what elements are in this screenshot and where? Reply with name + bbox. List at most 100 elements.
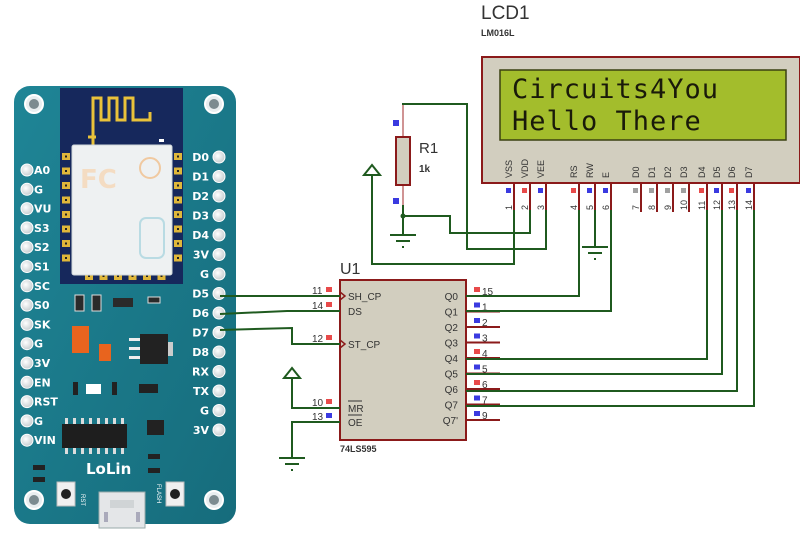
u1-pin-name: Q0 — [445, 292, 459, 303]
lcd-pin-number: 10 — [679, 200, 689, 210]
u1-pin-number: 15 — [482, 287, 494, 298]
board-pin-label: S2 — [34, 241, 50, 254]
board-pin-d1[interactable]: D1 — [192, 170, 226, 184]
micro-usb-port[interactable] — [98, 491, 146, 529]
pin-marker — [714, 188, 719, 193]
board-pin-d5[interactable]: D5 — [192, 287, 226, 301]
pin-marker — [474, 364, 480, 370]
lcd-pin-name: D6 — [727, 166, 737, 178]
board-pin-sc[interactable]: SC — [20, 279, 50, 293]
clock-edge-icon — [339, 339, 347, 349]
board-pin-3v[interactable]: 3V — [20, 356, 51, 370]
pin-pad-icon — [20, 221, 34, 235]
u1-pin-name: Q5 — [445, 370, 459, 381]
u1-pin-name: SH_CP — [348, 292, 382, 303]
lcd-pin-name: D0 — [631, 166, 641, 178]
pin-marker — [474, 380, 480, 385]
board-pin-label: D4 — [192, 229, 209, 242]
lcd-pin-name: D5 — [712, 166, 722, 178]
u1-pin-name: DS — [348, 307, 362, 318]
board-pin-label: D7 — [192, 327, 209, 340]
pin-marker — [326, 335, 332, 340]
lcd-pin-number: 2 — [520, 205, 530, 210]
u1-pin-name: ST_CP — [348, 340, 381, 351]
board-pin-label: D5 — [192, 288, 209, 301]
u1-ref: U1 — [340, 261, 361, 278]
board-pin-d0[interactable]: D0 — [192, 150, 226, 164]
board-name: LoLin — [86, 460, 131, 478]
pin-marker — [681, 188, 686, 193]
board-pin-label: D8 — [192, 346, 209, 359]
pin-marker — [571, 188, 576, 193]
smd-component — [74, 294, 85, 312]
pin-marker — [326, 413, 332, 418]
board-pin-s0[interactable]: S0 — [20, 298, 50, 312]
wire-mr-vcc — [291, 368, 340, 409]
flash-button-label: FLASH — [155, 484, 161, 503]
ground-icon — [279, 457, 305, 471]
u1-pin-number: 6 — [482, 380, 488, 391]
board-pin-g[interactable]: G — [20, 182, 43, 196]
board-pin-a0[interactable]: A0 — [20, 163, 51, 177]
pin-pad-icon — [20, 202, 34, 216]
board-pin-d3[interactable]: D3 — [192, 209, 226, 223]
u1-pin-number: 3 — [482, 334, 488, 345]
lcd-pin-name: VDD — [520, 158, 530, 178]
esp8266-module: FC — [60, 88, 183, 284]
flash-button[interactable]: FLASH — [155, 481, 185, 507]
board-pin-g[interactable]: G — [200, 267, 226, 281]
board-pin-label: TX — [193, 385, 210, 398]
lcd-pin-name: VEE — [536, 160, 546, 178]
board-pin-d2[interactable]: D2 — [192, 189, 226, 203]
pin-marker — [633, 188, 638, 193]
board-pin-tx[interactable]: TX — [193, 384, 226, 398]
capacitor — [72, 326, 89, 353]
pin-marker — [474, 349, 480, 354]
pin-pad-icon — [20, 337, 34, 351]
board-pin-label: SC — [34, 280, 50, 293]
lcd-pin-e: E6 — [601, 172, 612, 212]
board-pin-g[interactable]: G — [200, 404, 226, 418]
u1-pin-number: 13 — [312, 412, 324, 423]
pin-marker — [665, 188, 670, 193]
board-pin-3v[interactable]: 3V — [193, 423, 226, 437]
board-pin-d7[interactable]: D7 — [192, 326, 226, 340]
lcd-pin-name: D3 — [679, 166, 689, 178]
pin-marker — [474, 411, 480, 416]
board-pin-s2[interactable]: S2 — [20, 240, 50, 254]
lcd-pin-rw: RW5 — [585, 163, 596, 212]
lcd-pin-d3: D3 10 — [679, 166, 690, 212]
board-pin-vu[interactable]: VU — [20, 202, 51, 216]
ai-thinker-logo-icon — [139, 157, 161, 179]
board-pin-g[interactable]: G — [20, 337, 43, 351]
pin-pad-icon — [212, 384, 226, 398]
board-pin-3v[interactable]: 3V — [193, 248, 226, 262]
pin-marker — [474, 333, 480, 339]
board-pin-s1[interactable]: S1 — [20, 260, 50, 274]
lcd-pin-number: 8 — [647, 205, 657, 210]
u1-pin-q7-prime: Q7'9 — [443, 411, 500, 427]
u1-pin-number: 1 — [482, 303, 488, 314]
board-pin-d8[interactable]: D8 — [192, 345, 226, 359]
u1-pin-name: Q4 — [445, 354, 459, 365]
rst-button[interactable]: RST — [56, 481, 85, 507]
board-pin-g[interactable]: G — [20, 414, 43, 428]
u1-pin-number: 2 — [482, 318, 488, 329]
board-pin-en[interactable]: EN — [20, 375, 51, 389]
wires — [219, 103, 755, 458]
board-pin-vin[interactable]: VIN — [20, 433, 56, 447]
board-pin-rst[interactable]: RST — [20, 395, 58, 409]
lcd-pin-number: 12 — [712, 200, 722, 210]
lcd-pin-number: 5 — [585, 205, 595, 210]
board-pin-label: VU — [34, 203, 51, 216]
board-pin-label: D3 — [192, 210, 209, 223]
board-pin-s3[interactable]: S3 — [20, 221, 50, 235]
board-pin-sk[interactable]: SK — [20, 317, 51, 331]
smd-component — [147, 296, 161, 304]
board-pin-label: D6 — [192, 307, 209, 320]
board-pin-rx[interactable]: RX — [192, 365, 226, 379]
board-pin-d4[interactable]: D4 — [192, 228, 226, 242]
u1-pin-number: 5 — [482, 365, 488, 376]
